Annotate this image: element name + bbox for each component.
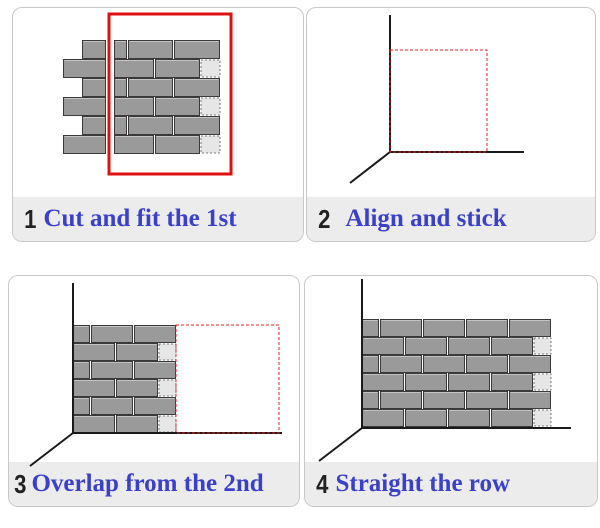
- step-number: 2: [318, 203, 331, 234]
- step-label: Straight the row: [335, 470, 510, 497]
- step-2-caption: 2 Align and stick: [307, 197, 595, 241]
- step-number: 3: [14, 468, 27, 499]
- step-label: Cut and fit the 1st: [43, 205, 237, 232]
- step-number: 1: [24, 203, 37, 234]
- step-label: Overlap from the 2nd: [31, 470, 264, 497]
- step-number: 4: [316, 468, 329, 499]
- step-4-panel: 4 Straight the row: [304, 275, 598, 507]
- step-3-panel: 3 Overlap from the 2nd: [8, 275, 300, 507]
- step-1-panel: 1 Cut and fit the 1st: [12, 7, 304, 242]
- step-label: Align and stick: [345, 205, 507, 232]
- step-3-caption: 3 Overlap from the 2nd: [9, 462, 299, 506]
- step-4-caption: 4 Straight the row: [305, 462, 597, 506]
- step-2-panel: 2 Align and stick: [306, 7, 596, 242]
- step-1-caption: 1 Cut and fit the 1st: [13, 197, 303, 241]
